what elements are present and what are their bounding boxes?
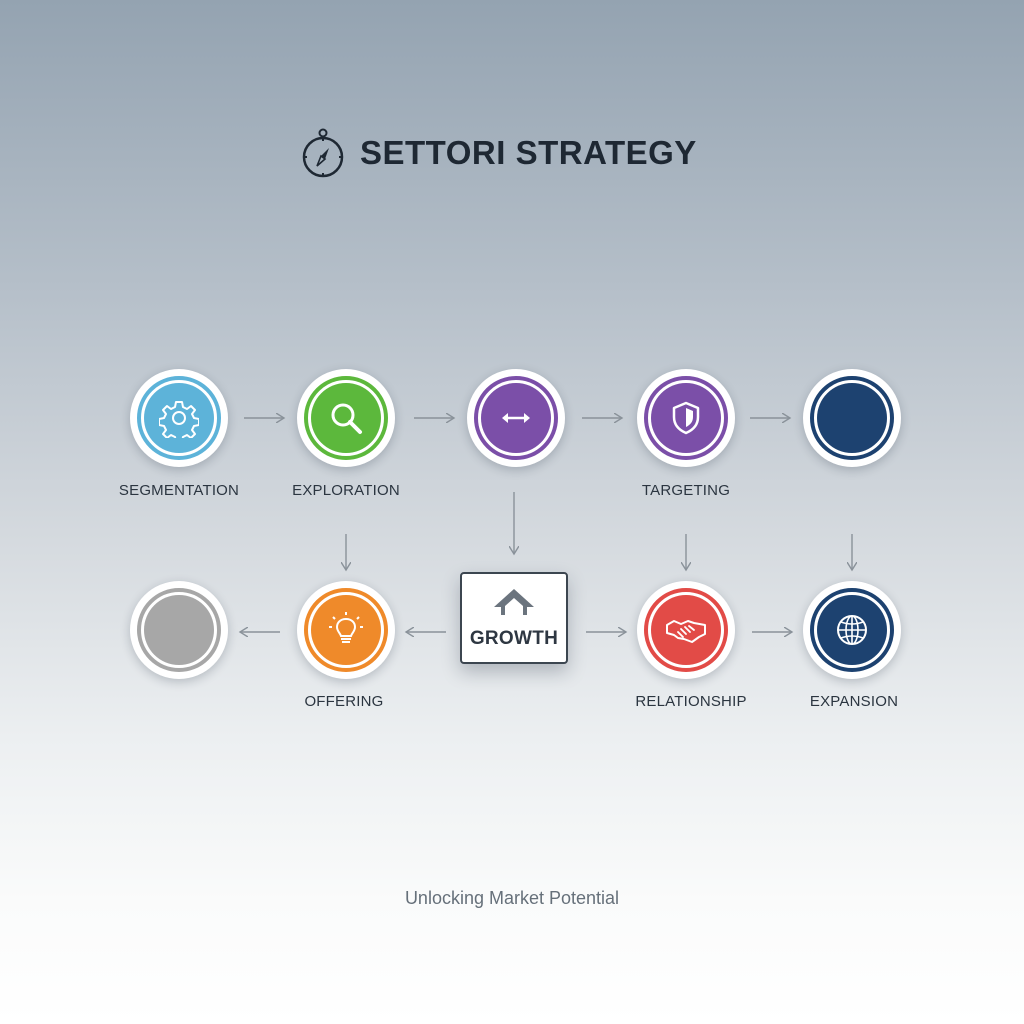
- label-targeting: TARGETING: [641, 482, 731, 499]
- label-segmentation: SEGMENTATION: [118, 482, 240, 499]
- node-relationship: [637, 581, 735, 679]
- compass-icon: [300, 128, 346, 178]
- label-expansion: EXPANSION: [809, 693, 899, 710]
- double-arrow-icon: [481, 383, 551, 453]
- label-offering: OFFERING: [304, 693, 384, 710]
- node-offering: [297, 581, 395, 679]
- shield-icon: [651, 383, 721, 453]
- tagline: Unlocking Market Potential: [404, 888, 620, 908]
- growth-label: GROWTH: [469, 627, 559, 649]
- page-title: SETTORI STRATEGY: [360, 134, 697, 171]
- house-arrow-icon: [492, 587, 536, 622]
- node-blank-grey: [130, 581, 228, 679]
- label-relationship: RELATIONSHIP: [635, 693, 747, 710]
- globe-icon: [817, 595, 887, 665]
- node-segmentation: [130, 369, 228, 467]
- handshake-icon: [651, 595, 721, 665]
- node-arrows: [467, 369, 565, 467]
- gear-icon: [144, 383, 214, 453]
- node-targeting: [637, 369, 735, 467]
- node-expansion: [803, 581, 901, 679]
- label-exploration: EXPLORATION: [292, 482, 400, 499]
- magnifier-icon: [311, 383, 381, 453]
- node-exploration: [297, 369, 395, 467]
- growth-box: GROWTH: [460, 572, 568, 664]
- header: SETTORI STRATEGY: [300, 128, 697, 178]
- node-blank-navy: [803, 369, 901, 467]
- lightbulb-icon: [311, 595, 381, 665]
